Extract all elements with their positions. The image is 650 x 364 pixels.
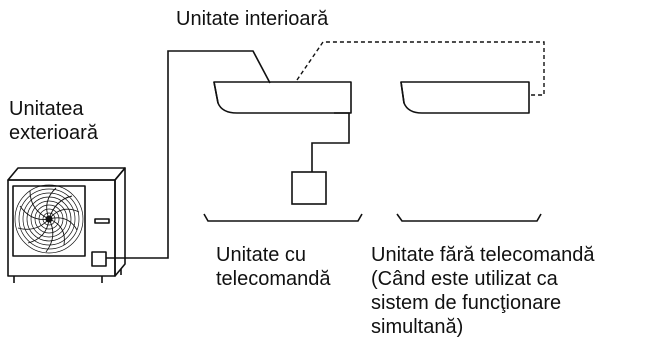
outdoor-unit-icon [7, 167, 126, 283]
bracket-unit-with-remote [203, 213, 363, 222]
unit-without-remote-label-line3: sistem de funcţionare [371, 292, 562, 314]
refrigerant-pipe [106, 50, 271, 259]
bracket-unit-without-remote [396, 213, 542, 222]
connection-wire-dashed [296, 41, 545, 96]
remote-wire [311, 112, 350, 172]
fan-hub-icon [45, 215, 53, 223]
indoor-unit-without-remote-icon [400, 81, 530, 114]
indoor-unit-label-text: Unitate interioară [176, 8, 329, 30]
fan-grille-icon [14, 184, 84, 254]
indoor-unit-label: Unitate interioară [176, 7, 328, 31]
unit-without-remote-label: Unitate fără telecomandă (Când este util… [371, 243, 594, 339]
outdoor-unit-label: Unitatea exterioară [9, 97, 98, 145]
unit-with-remote-label-line1: Unitate cu [216, 244, 307, 266]
indoor-unit-with-remote-icon [213, 81, 352, 114]
unit-with-remote-label-line2: telecomandă [216, 268, 331, 290]
unit-with-remote-label: Unitate cu telecomandă [216, 243, 331, 291]
unit-without-remote-label-line2: (Când este utilizat ca [371, 268, 558, 290]
unit-without-remote-label-line1: Unitate fără telecomandă [371, 244, 595, 266]
unit-without-remote-label-line4: simultană) [371, 316, 464, 338]
outdoor-unit-label-line2: exterioară [9, 122, 98, 144]
outdoor-unit-label-line1: Unitatea [9, 98, 84, 120]
remote-controller-icon [291, 171, 327, 205]
